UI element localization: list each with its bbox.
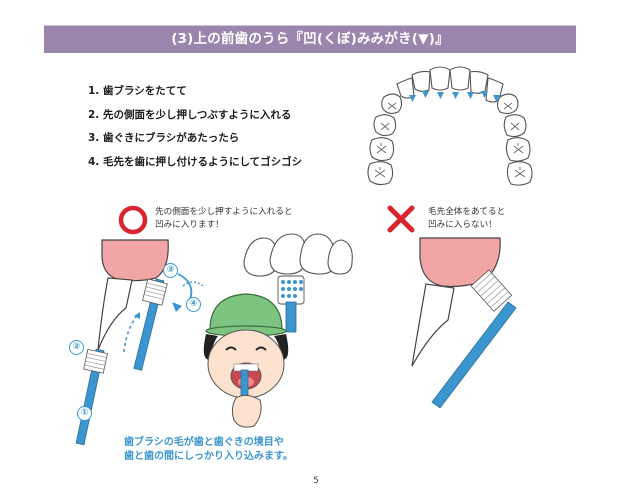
circle-icon <box>118 205 148 235</box>
good-note-line: 先の側面を少し押すように入れると <box>155 207 293 217</box>
cross-icon <box>387 205 415 233</box>
child-brushing-illustration <box>203 293 289 428</box>
page-title: (3)上の前歯のうら『凹(くぼ)みみがき(▼)』 <box>171 31 449 47</box>
step-item: 4. 毛先を歯に押し付けるようにしてゴシゴシ <box>88 155 303 168</box>
front-teeth-brush-illustration <box>243 233 353 333</box>
page-number: 5 <box>313 476 319 486</box>
good-note-line: 凹みに入ります！ <box>155 220 224 230</box>
bad-note-line: 毛先全体をあてると <box>428 207 506 217</box>
caption-line: 歯ブラシの毛が歯と歯ぐきの境目や <box>124 437 284 448</box>
step-item: 2. 先の側面を少し押しつぶすように入れる <box>88 108 292 121</box>
marker-3: ③ <box>163 263 178 278</box>
steps-list: 1. 歯ブラシをたてて 2. 先の側面を少し押しつぶすように入れる 3. 歯ぐき… <box>88 84 302 178</box>
bad-note: 毛先全体をあてると 凹みに入らない！ <box>428 206 505 232</box>
step-item: 3. 歯ぐきにブラシがあたったら <box>88 132 240 144</box>
step-item: 1. 歯ブラシをたてて <box>88 85 187 97</box>
title-bar: (3)上の前歯のうら『凹(くぼ)みみがき(▼)』 <box>44 25 576 53</box>
marker-4: ④ <box>186 297 201 312</box>
marker-1: ① <box>77 406 92 421</box>
upper-teeth-arch-illustration <box>367 66 533 186</box>
bad-note-line: 凹みに入らない！ <box>428 220 497 230</box>
caption-line: 歯と歯の間にしっかり入り込みます。 <box>124 451 293 462</box>
caption: 歯ブラシの毛が歯と歯ぐきの境目や 歯と歯の間にしっかり入り込みます。 <box>124 436 293 464</box>
good-note: 先の側面を少し押すように入れると 凹みに入ります！ <box>155 206 293 232</box>
bad-technique-illustration <box>411 237 517 409</box>
marker-2: ② <box>69 340 84 355</box>
